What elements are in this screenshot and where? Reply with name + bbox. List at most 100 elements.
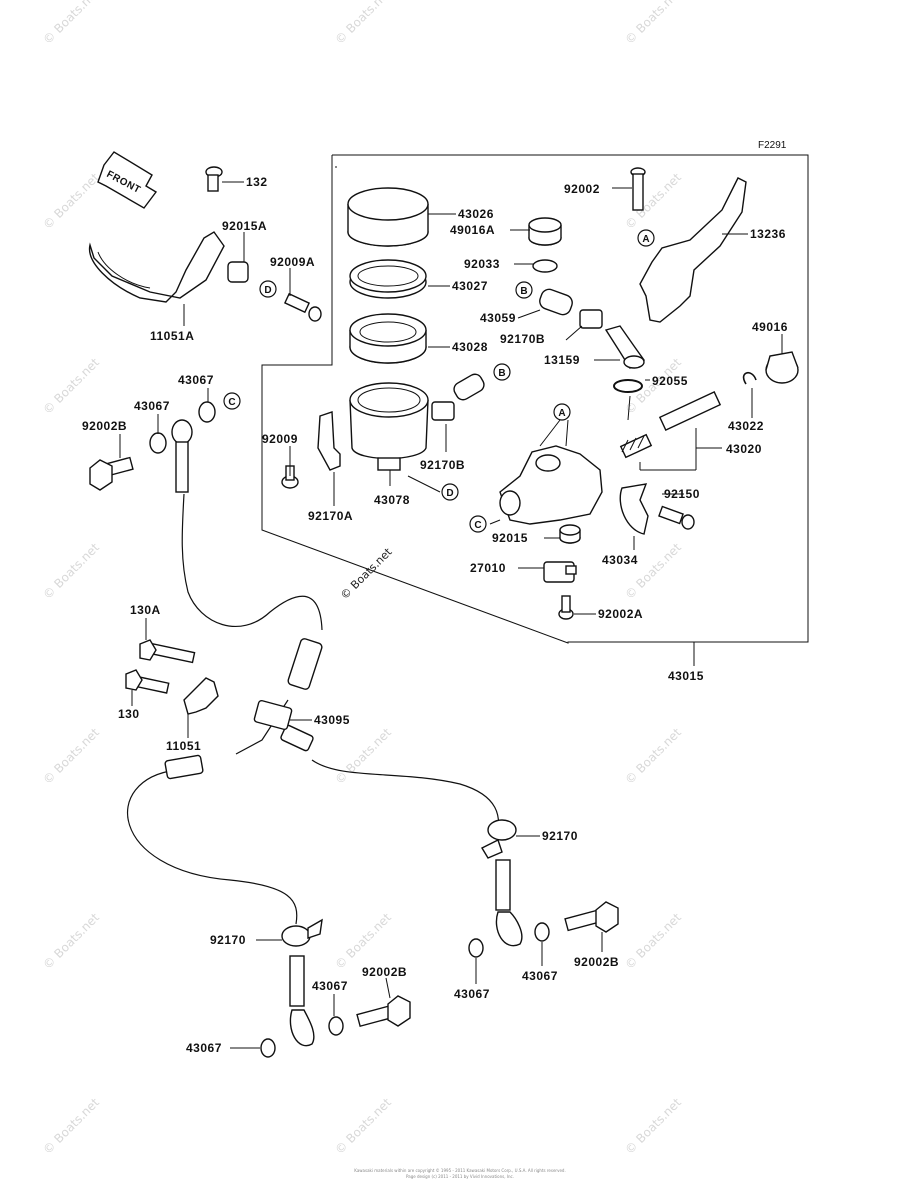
part-labels: 132 92015A 92009A 11051A 43026 49016A 92… — [82, 175, 787, 1055]
watermark: © Boats.net — [622, 910, 684, 972]
part-label: 43026 — [458, 207, 494, 221]
part-label: 92002 — [564, 182, 600, 196]
callout-d — [441, 483, 459, 501]
clamp-92170B-b — [431, 401, 455, 421]
watermark: © Boats.net — [622, 725, 684, 787]
watermark: © Boats.net — [622, 540, 684, 602]
pivot-bolt-92002 — [630, 167, 646, 211]
part-label: 13159 — [544, 353, 580, 367]
dust-boot-49016 — [765, 351, 799, 384]
part-label: 92015A — [222, 219, 267, 233]
part-label: 92170A — [308, 509, 353, 523]
brake-lever-13236 — [639, 177, 747, 323]
collar-92015A — [227, 261, 249, 283]
part-label: 49016A — [450, 223, 495, 237]
part-label: 92002B — [362, 965, 407, 979]
part-label: 43059 — [480, 311, 516, 325]
part-label: 92150 — [664, 487, 700, 501]
callout-c-label: C — [474, 520, 481, 531]
part-label: 130A — [130, 603, 161, 617]
switch-27010 — [543, 561, 577, 583]
callout-b — [493, 363, 511, 381]
master-cylinder-body — [499, 419, 603, 525]
part-label: 43067 — [454, 987, 490, 1001]
assembly-boundary — [261, 154, 809, 644]
watermark: © Boats.net — [622, 0, 684, 47]
leader-lines — [119, 166, 783, 1049]
part-label: 11051 — [166, 739, 201, 753]
part-label: 43067 — [178, 373, 214, 387]
cap-92015 — [559, 524, 581, 544]
part-label: 43067 — [134, 399, 170, 413]
callout-a — [553, 403, 571, 421]
clip-43022 — [742, 372, 757, 385]
fitting-13159 — [604, 325, 646, 369]
part-label: 92055 — [652, 374, 688, 388]
watermark: © Boats.net — [40, 725, 102, 787]
part-label: 92170 — [210, 933, 246, 947]
callout-c-label: C — [228, 397, 235, 408]
part-label: 43095 — [314, 713, 350, 727]
part-label: 43067 — [312, 979, 348, 993]
part-label: 43078 — [374, 493, 410, 507]
bolt-130A — [139, 639, 196, 664]
watermark: © Boats.net — [40, 0, 102, 47]
diaphragm-plate-43027 — [349, 259, 427, 299]
part-label: 43067 — [186, 1041, 222, 1055]
reservoir-43078 — [349, 382, 429, 471]
part-label: 92170 — [542, 829, 578, 843]
front-arrow-icon: FRONT — [97, 151, 158, 209]
mirror-bracket-11051A — [88, 231, 225, 303]
right-banjo-fittings — [468, 819, 619, 958]
callout-d-label: D — [446, 488, 453, 499]
part-label: 43015 — [668, 669, 704, 683]
circlip-92033 — [532, 259, 558, 273]
screw-92009A — [283, 292, 322, 322]
bolt-92150 — [658, 505, 695, 530]
part-label: 43020 — [726, 442, 762, 456]
brake-hoses — [126, 493, 500, 925]
watermark: © Boats.net — [40, 355, 102, 417]
part-label: 92009 — [262, 432, 298, 446]
figure-code: F2291 — [758, 140, 787, 151]
part-label: 92002B — [82, 419, 127, 433]
part-label: 43022 — [728, 419, 764, 433]
part-label: 43027 — [452, 279, 488, 293]
watermark: © Boats.net — [332, 725, 394, 787]
callout-c — [469, 515, 487, 533]
callout-d-label: D — [264, 285, 271, 296]
callouts: D B A B C A D C — [223, 229, 655, 533]
callout-c — [223, 392, 241, 410]
grommet-49016A — [528, 217, 562, 246]
watermark: © Boats.net — [40, 1095, 102, 1157]
part-label: 130 — [118, 707, 140, 721]
callout-b-label: B — [498, 368, 505, 379]
part-label: 43034 — [602, 553, 638, 567]
holder-43034 — [619, 483, 649, 535]
hose-43059 — [539, 288, 573, 316]
callout-a-label: A — [642, 234, 649, 245]
callout-d — [259, 280, 277, 298]
reservoir-cap-43026 — [347, 187, 429, 247]
watermark: © Boats.net — [622, 170, 684, 232]
o-ring-92055 — [613, 379, 643, 393]
watermark: © Boats.net — [332, 910, 394, 972]
diaphragm-43028 — [349, 313, 427, 364]
watermark: © Boats.net — [40, 910, 102, 972]
part-label: 92033 — [464, 257, 500, 271]
hose-small — [453, 373, 485, 401]
part-label: 11051A — [150, 329, 194, 343]
screw-132 — [205, 166, 223, 192]
watermark: © Boats.net — [338, 545, 395, 602]
part-label: 92009A — [270, 255, 315, 269]
part-label: 43028 — [452, 340, 488, 354]
watermark: © Boats.net — [332, 0, 394, 47]
lower-banjo-fittings — [260, 918, 411, 1058]
callout-b-label: B — [520, 286, 527, 297]
footer-copyright: Kawasaki materials within are copyright … — [354, 1168, 565, 1173]
clamp-92170A — [317, 411, 341, 471]
bracket-11051 — [183, 677, 219, 715]
part-label: 132 — [246, 175, 268, 189]
watermark: © Boats.net — [622, 1095, 684, 1157]
